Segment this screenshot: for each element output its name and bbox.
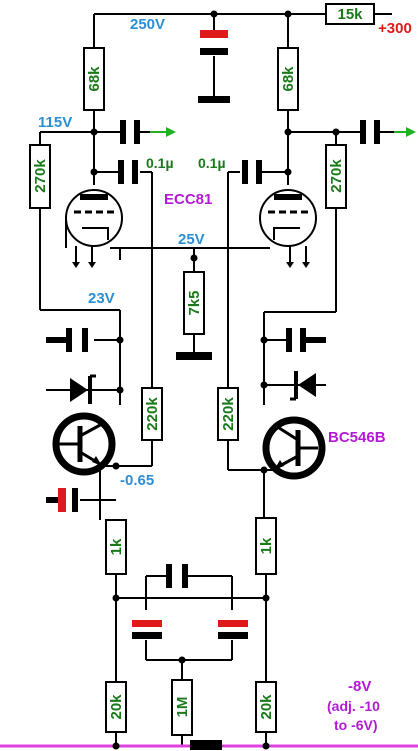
cap-middle: [166, 564, 188, 588]
label-cap-left: 0.1µ: [146, 155, 174, 171]
label-neg-adj-2: to -6V): [334, 717, 378, 733]
transistor-right: [262, 416, 326, 480]
cathode-bypass-bar: [176, 352, 212, 360]
svg-text:68k: 68k: [280, 66, 297, 92]
cap-emitter-left: [46, 488, 78, 512]
resistor-r-fb-right: 270k: [325, 144, 347, 209]
cap-mid-elec-left: [132, 620, 162, 639]
resistor-r-emit-right: 1k: [255, 517, 277, 575]
cap-supply-filter: [198, 30, 230, 103]
label-tube: ECC81: [164, 191, 212, 208]
svg-text:20k: 20k: [258, 694, 275, 720]
resistor-r-bot-mid: 1M: [171, 679, 193, 736]
svg-text:68k: 68k: [86, 66, 103, 92]
svg-text:220k: 220k: [144, 397, 161, 431]
cap-collector-right: [286, 328, 326, 352]
resistor-r-fb-left: 270k: [29, 144, 51, 209]
resistor-r-emit-left: 1k: [105, 519, 127, 575]
label-neg-adj-1: (adj. -10: [327, 698, 380, 714]
label-250v: 250V: [130, 16, 165, 33]
wires: [39, 13, 396, 745]
resistor-r-plate-right: 68k: [277, 47, 299, 111]
label-transistor: BC546B: [328, 429, 386, 446]
resistor-r-bot-left: 20k: [105, 681, 127, 733]
label-neg-supply: -8V: [348, 678, 371, 695]
svg-text:1k: 1k: [258, 537, 275, 554]
arrow-output-left: [150, 127, 176, 137]
svg-text:15k: 15k: [337, 6, 363, 23]
svg-text:270k: 270k: [328, 159, 345, 193]
transistor-left: [52, 412, 116, 476]
cap-collector-left: [46, 328, 88, 352]
bottom-bar: [190, 740, 222, 750]
junction-dots: [90, 10, 340, 664]
resistor-r-plate-left: 68k: [83, 47, 105, 111]
svg-text:7k5: 7k5: [186, 290, 203, 315]
cap-coupling-left: [118, 160, 138, 184]
cap-coupling-right: [242, 160, 262, 184]
svg-text:20k: 20k: [108, 694, 125, 720]
triode-left: [65, 189, 123, 268]
arrow-output-right: [394, 127, 416, 137]
resistor-r-bot-right: 20k: [255, 681, 277, 733]
resistor-r-supply: 15k: [325, 3, 375, 25]
cap-output-right: [360, 120, 380, 144]
triode-right: [259, 189, 317, 268]
label-vbe: -0.65: [120, 472, 154, 489]
label-25v: 25V: [178, 231, 205, 248]
resistor-r-cathode: 7k5: [183, 271, 205, 335]
label-115v: 115V: [38, 114, 72, 131]
svg-text:1M: 1M: [174, 697, 191, 718]
svg-text:220k: 220k: [220, 397, 237, 431]
svg-text:270k: 270k: [32, 159, 49, 193]
resistor-r-grid-right: 220k: [217, 387, 239, 441]
cap-mid-elec-right: [218, 620, 248, 639]
cap-output-left: [120, 120, 140, 144]
resistor-r-grid-left: 220k: [141, 387, 163, 441]
label-23v: 23V: [88, 290, 115, 307]
label-cap-right: 0.1µ: [198, 155, 226, 171]
zener-right: [288, 371, 326, 401]
zener-left: [46, 374, 100, 404]
label-supply: +300: [378, 20, 412, 37]
svg-text:1k: 1k: [108, 538, 125, 555]
